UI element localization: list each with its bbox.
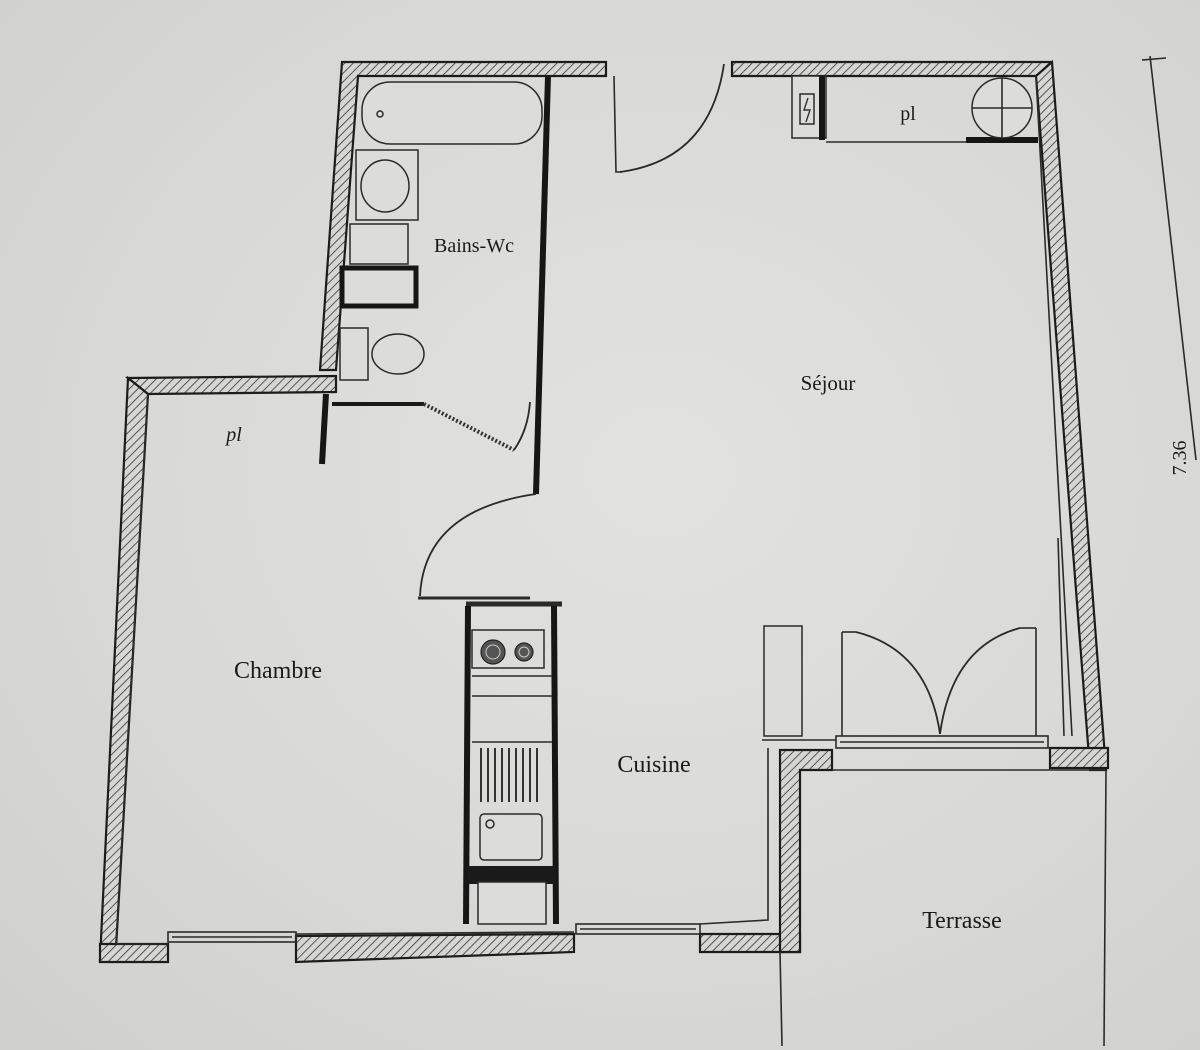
hob-burner-small-icon: [514, 642, 534, 662]
kitchen-sink: [479, 813, 543, 861]
hob-burner-large-icon: [480, 639, 506, 665]
sink-basin-icon: [360, 159, 410, 213]
bathtub: [361, 81, 543, 145]
electric-panel-icon: [803, 97, 811, 123]
closet-label-sejour: pl: [900, 103, 916, 125]
room-label-chambre: Chambre: [234, 658, 322, 684]
bathroom-door: [423, 402, 515, 452]
sejour-corner-wall: [1048, 746, 1110, 770]
sejour-closet: [791, 75, 1038, 143]
bathtub-drain-icon: [376, 110, 384, 118]
sejour-top-wall: [730, 60, 1052, 78]
toilet-tank: [339, 327, 369, 381]
chambre-window-1: [167, 931, 297, 943]
entry-door: [613, 63, 725, 173]
bathroom-cabinet: [339, 265, 419, 309]
sejour-right-wall: [1034, 59, 1108, 772]
kitchen-sink-drain-icon: [485, 819, 495, 829]
bathroom-fixtures: [339, 81, 543, 452]
chambre-door: [418, 493, 537, 600]
bottom-wall-1: [98, 942, 170, 964]
kitchen-unit: [463, 601, 562, 925]
dimension-label: 7.36: [1169, 441, 1191, 476]
french-doors: [763, 537, 1065, 737]
chambre-top-wall: [124, 374, 338, 396]
cuisine-window: [575, 923, 701, 935]
exterior-walls: [98, 59, 1110, 964]
room-label-terrasse: Terrasse: [922, 908, 1002, 934]
bottom-wall-2: [294, 932, 576, 964]
interior-walls: [115, 55, 1197, 1047]
bathroom-top-left-wall: [318, 60, 608, 372]
windows: [167, 735, 1049, 943]
chambre-left-wall: [98, 375, 150, 963]
sink-drainer: [480, 748, 538, 802]
room-label-sejour: Séjour: [801, 371, 856, 395]
cuisine-terrasse-wall: [778, 748, 834, 954]
room-label-bains-wc: Bains-Wc: [434, 235, 514, 257]
room-label-cuisine: Cuisine: [617, 752, 690, 778]
toilet-bowl-icon: [371, 333, 425, 375]
wall-column: [763, 625, 803, 737]
sejour-french-window: [835, 735, 1049, 749]
closet-label-chambre: pl: [224, 424, 242, 446]
